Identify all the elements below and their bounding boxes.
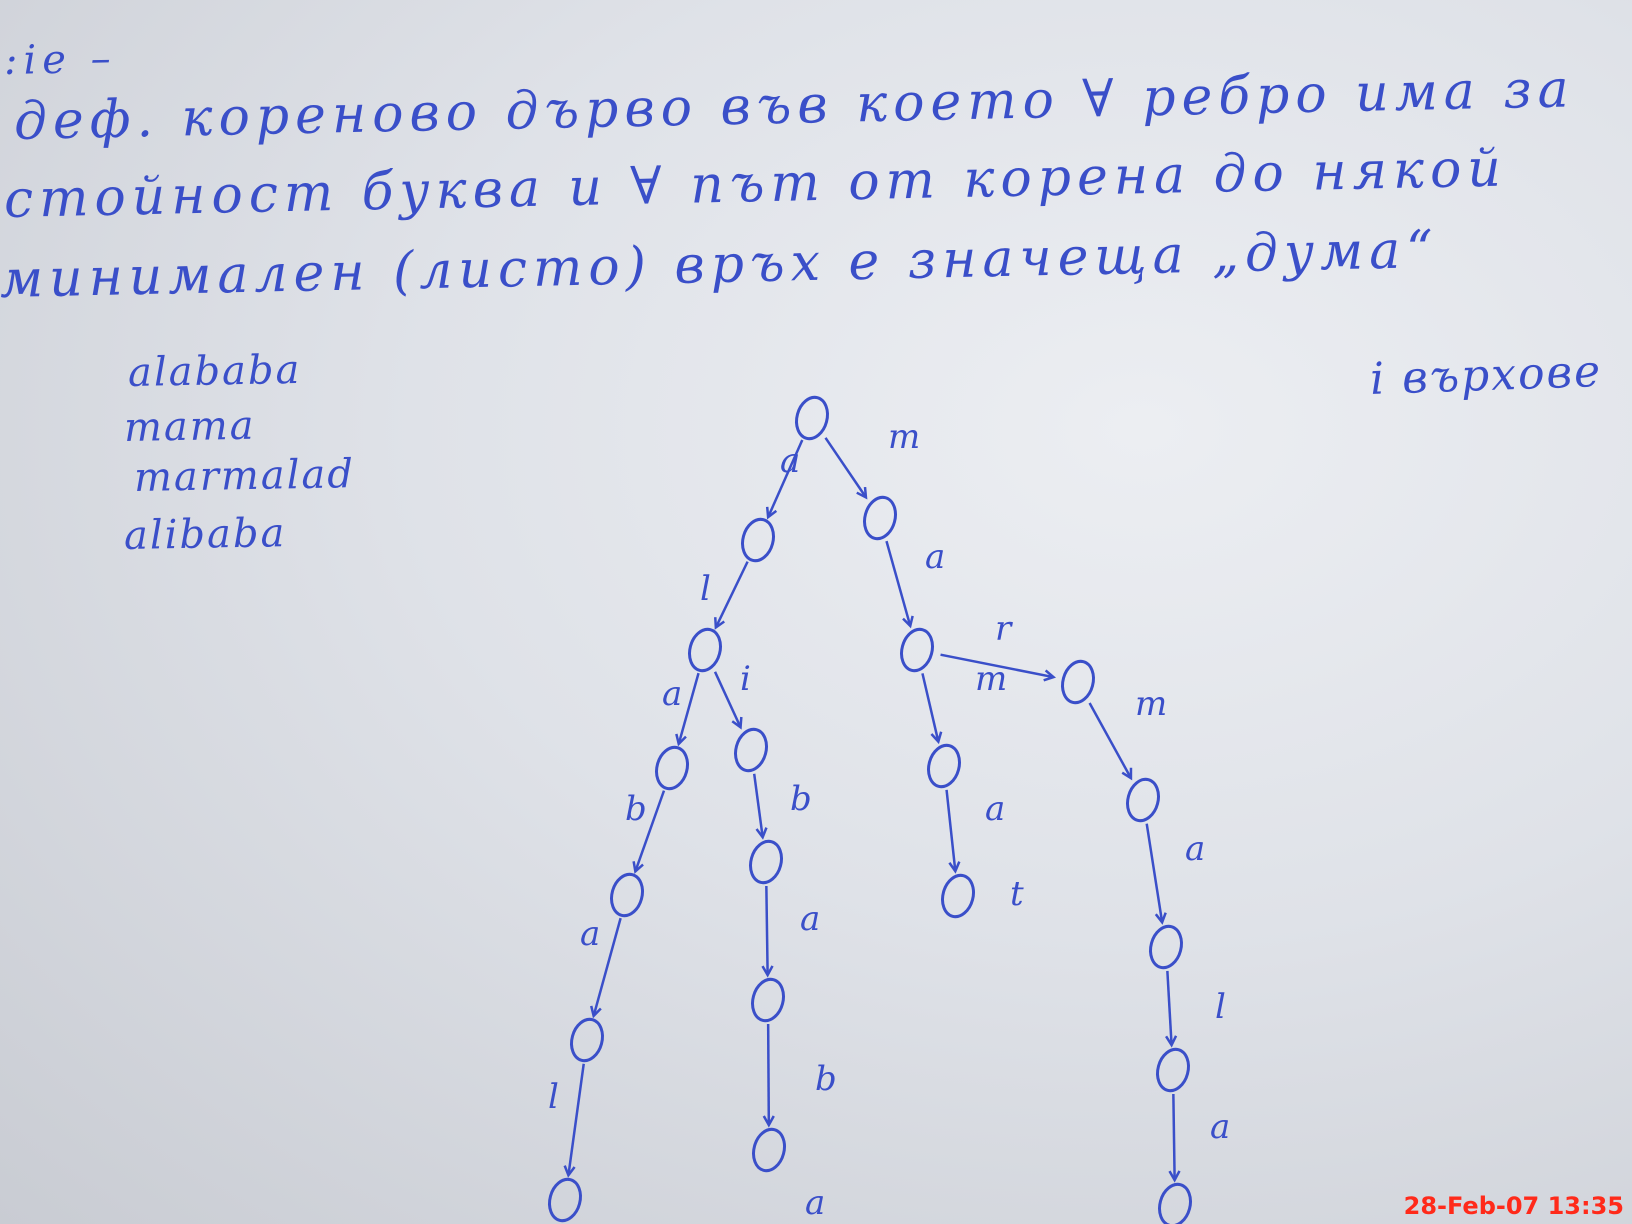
trie-edge-arrow — [824, 437, 868, 500]
edge-label: b — [790, 779, 812, 819]
trie-edge-arrow — [632, 790, 666, 874]
edge-label: a — [1210, 1107, 1230, 1147]
edge-label: a — [800, 899, 820, 939]
trie-edge-arrow — [1165, 970, 1178, 1048]
trie-edge-arrow — [714, 561, 749, 630]
trie-node — [941, 873, 975, 919]
edge-label: a — [805, 1183, 825, 1223]
date-stamp: 28-Feb-07 13:35 — [1403, 1192, 1624, 1220]
trie-edge-arrow — [675, 672, 700, 747]
trie-node — [749, 839, 783, 885]
trie-edge-arrow — [945, 789, 961, 874]
trie-edge-arrow — [752, 773, 768, 840]
trie-edge-arrow — [762, 1023, 775, 1128]
edge-label: l — [1215, 987, 1226, 1027]
trie-edge-arrow — [921, 673, 943, 745]
edge-label: a — [985, 789, 1005, 829]
edge-label: r — [995, 609, 1013, 649]
trie-node — [751, 977, 785, 1023]
trie-node — [1126, 777, 1160, 823]
trie-node — [927, 743, 961, 789]
trie-node — [1061, 659, 1095, 705]
trie-node — [655, 745, 689, 791]
edge-label: m — [1135, 684, 1167, 724]
edge-label: l — [700, 569, 711, 609]
trie-node — [570, 1017, 604, 1063]
trie-node — [610, 872, 644, 918]
edge-label: m — [975, 659, 1007, 699]
edge-label: i — [740, 659, 751, 699]
trie-node — [795, 395, 829, 441]
trie-edge-arrow — [940, 653, 1057, 682]
trie-edge-arrow — [761, 885, 774, 978]
trie-edge-arrow — [563, 1063, 585, 1178]
trie-node — [548, 1177, 582, 1223]
trie-edge-arrow — [713, 671, 743, 730]
trie-node — [1156, 1047, 1190, 1093]
trie-edge-arrow — [590, 917, 622, 1019]
trie-edge-arrow — [1145, 823, 1167, 925]
trie-node — [688, 627, 722, 673]
trie-node — [900, 627, 934, 673]
trie-node — [734, 727, 768, 773]
edge-label: b — [625, 789, 647, 829]
trie-node — [741, 517, 775, 563]
edge-label: a — [580, 914, 600, 954]
edge-label: a — [1185, 829, 1205, 869]
edge-label: l — [548, 1077, 559, 1117]
trie-edge-arrow — [765, 439, 804, 520]
trie-node — [752, 1127, 786, 1173]
edge-label: b — [815, 1059, 837, 1099]
edge-label: a — [925, 537, 945, 577]
edge-label: m — [888, 417, 920, 457]
edge-label: a — [780, 441, 800, 481]
trie-node — [1149, 924, 1183, 970]
trie-edge-arrow — [1168, 1093, 1181, 1183]
trie-edge-arrow — [885, 540, 914, 629]
edge-label: t — [1010, 874, 1024, 914]
edge-label: a — [662, 674, 682, 714]
trie-node — [863, 495, 897, 541]
trie-node — [1158, 1182, 1192, 1224]
trie-edge-arrow — [1088, 702, 1133, 781]
